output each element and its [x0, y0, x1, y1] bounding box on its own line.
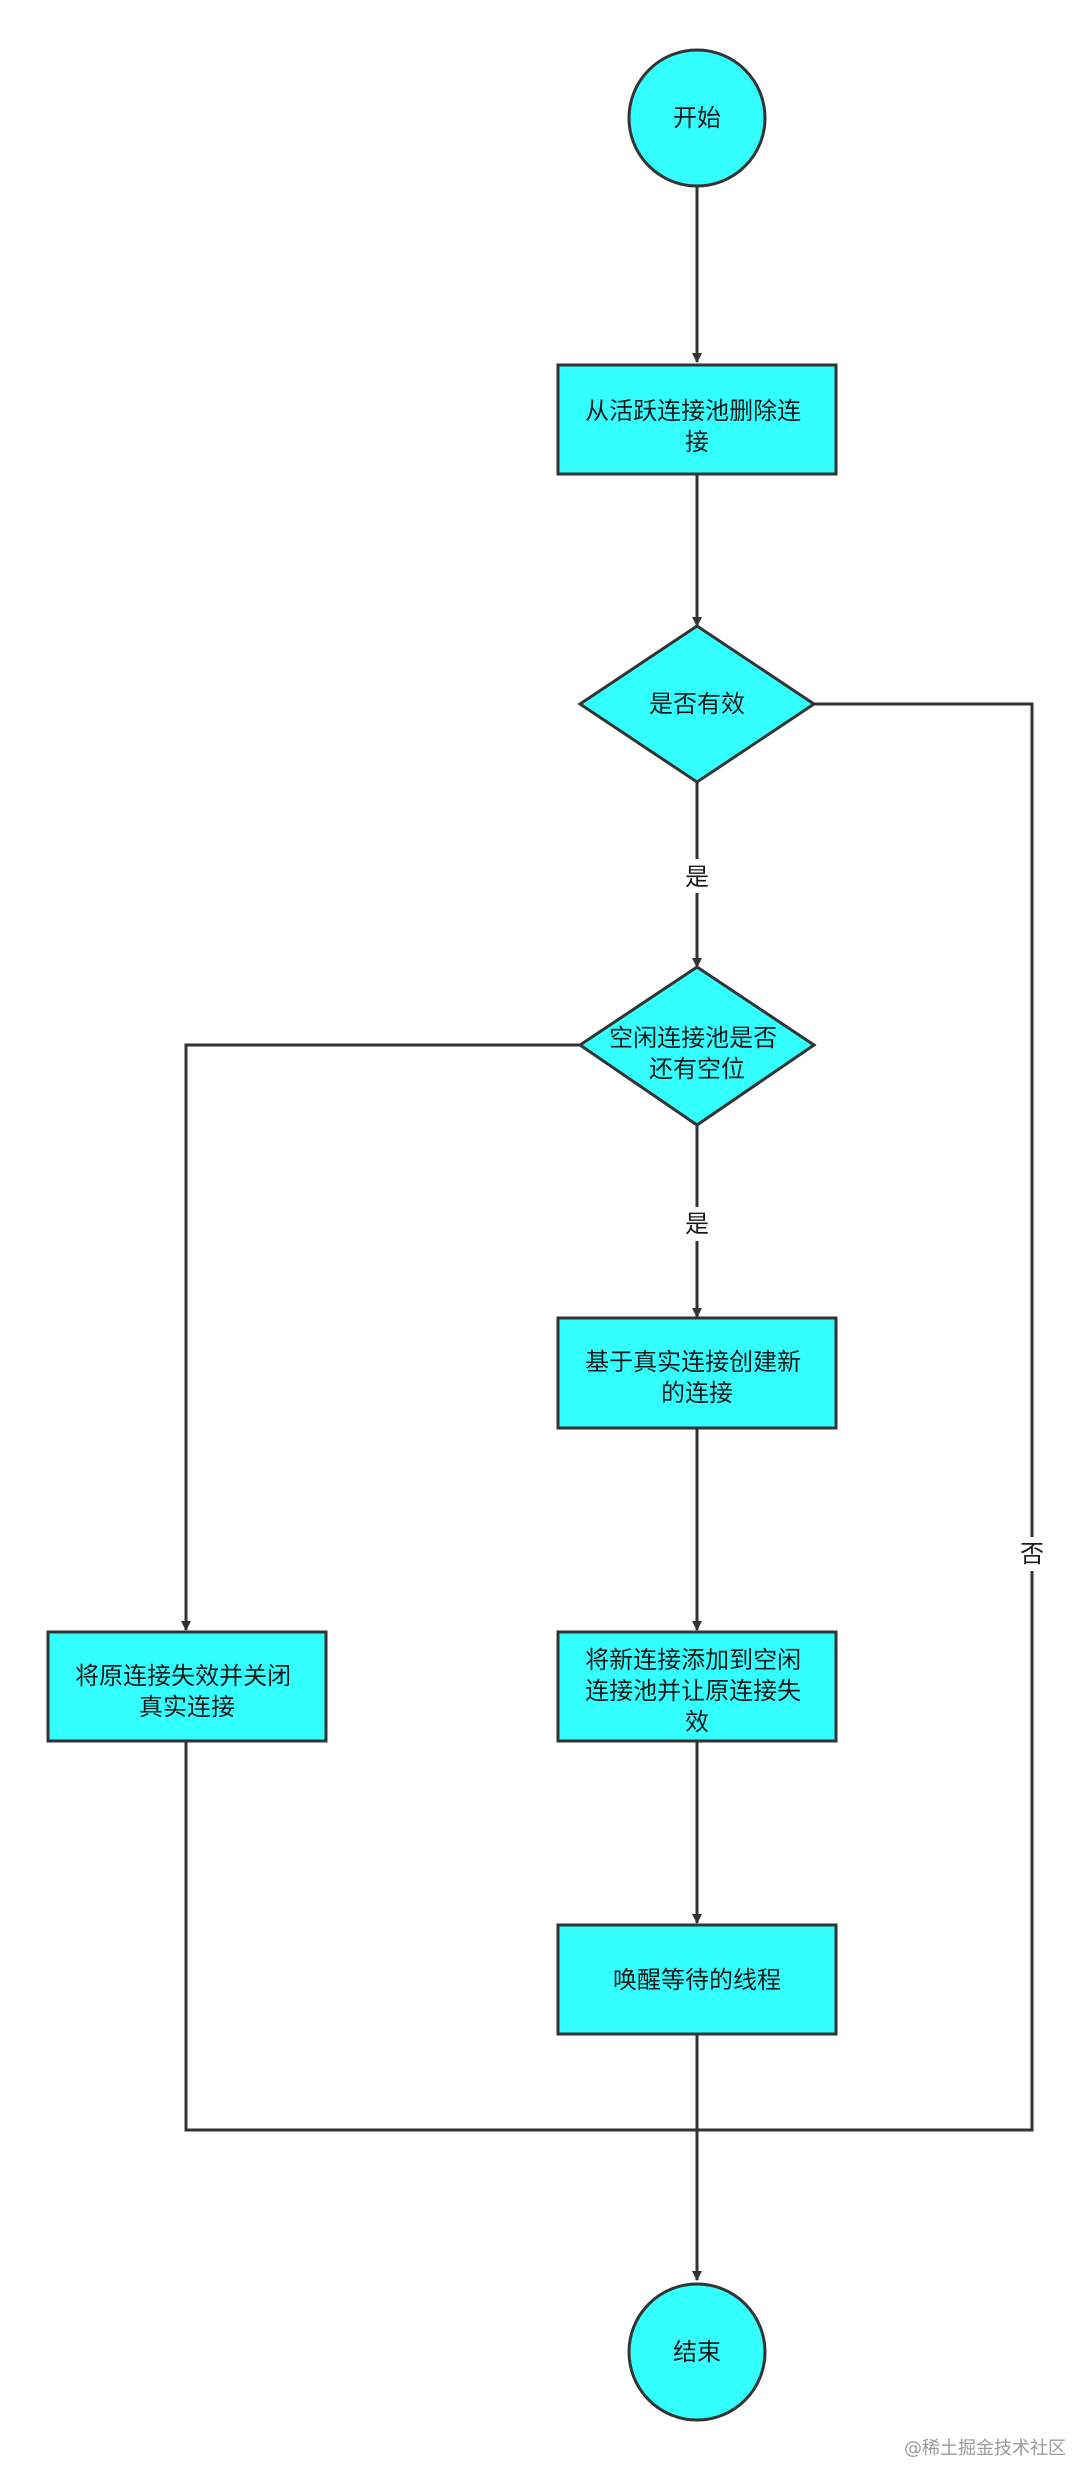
add-idle-label-line: 连接池并让原连接失: [585, 1677, 801, 1705]
edge-valid-no-to-merge: [697, 702, 1034, 2132]
create-connection-label-line: 的连接: [661, 1379, 733, 1407]
invalidate-close-label-line: 将原连接失效并关闭: [75, 1662, 291, 1690]
add-idle-label-line: 将新连接添加到空闲: [585, 1646, 801, 1674]
create-connection-label-line: 基于真实连接创建新: [585, 1348, 801, 1376]
idle-space-label-line: 还有空位: [649, 1055, 745, 1083]
valid-label: 是否有效: [649, 690, 745, 718]
idle-space-decision: [577, 965, 817, 1127]
nodes: [46, 48, 838, 2422]
create-connection-node: [556, 1316, 838, 1430]
edge-label-yes-1: 是: [685, 863, 709, 891]
start-label: 开始: [673, 104, 721, 132]
edge-label-yes-2: 是: [685, 1210, 709, 1238]
edge-idle-no-to-invalidate: [181, 1043, 580, 1631]
start-node: [627, 48, 767, 188]
node-labels: 开始 从活跃连接池删除连 接 是否有效 空闲连接池是否 还有空位 基于真实连接创…: [75, 104, 809, 2366]
remove-active-label-line: 接: [685, 428, 709, 456]
watermark: @稀土掘金技术社区: [904, 2438, 1066, 2459]
remove-active-label: 从活跃连接池删除连 接: [585, 397, 809, 456]
idle-space-label-line: 空闲连接池是否: [609, 1024, 777, 1052]
idle-space-label: 空闲连接池是否 还有空位: [609, 1024, 785, 1083]
create-connection-label: 基于真实连接创建新 的连接: [585, 1348, 809, 1407]
remove-active-node: [556, 363, 838, 476]
valid-decision: [577, 624, 817, 784]
edge-labels: 是 是 否: [680, 859, 1049, 1571]
invalidate-close-label-line: 真实连接: [139, 1693, 235, 1721]
wake-threads-node: [556, 1923, 838, 2036]
edge-label-bg-yes-2: [680, 1207, 714, 1241]
edge-label-no-1: 否: [1020, 1540, 1044, 1568]
add-idle-label-line: 效: [685, 1708, 709, 1736]
add-idle-node: [556, 1630, 838, 1743]
edge-label-bg-no-1: [1015, 1537, 1049, 1571]
remove-active-label-line: 从活跃连接池删除连: [585, 397, 801, 425]
invalidate-close-label: 将原连接失效并关闭 真实连接: [75, 1662, 299, 1721]
wake-threads-label: 唤醒等待的线程: [613, 1966, 781, 1994]
end-node: [627, 2282, 767, 2422]
add-idle-label: 将新连接添加到空闲 连接池并让原连接失 效: [585, 1646, 809, 1736]
end-label: 结束: [673, 2338, 721, 2366]
edges: [181, 186, 1034, 2281]
edge-label-bg-yes-1: [680, 859, 714, 893]
edge-invalidate-to-merge: [184, 1741, 697, 2132]
invalidate-close-node: [46, 1630, 328, 1743]
